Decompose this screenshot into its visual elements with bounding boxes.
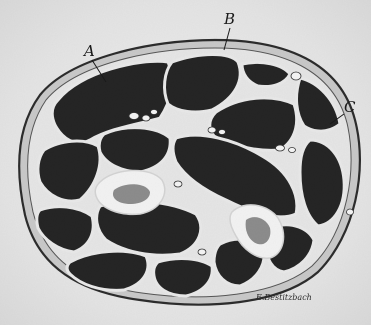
label-b: B	[223, 10, 235, 28]
artist-signature: E.Bestitzbach	[255, 293, 312, 302]
label-a: A	[82, 42, 95, 60]
label-c: C	[344, 98, 356, 116]
